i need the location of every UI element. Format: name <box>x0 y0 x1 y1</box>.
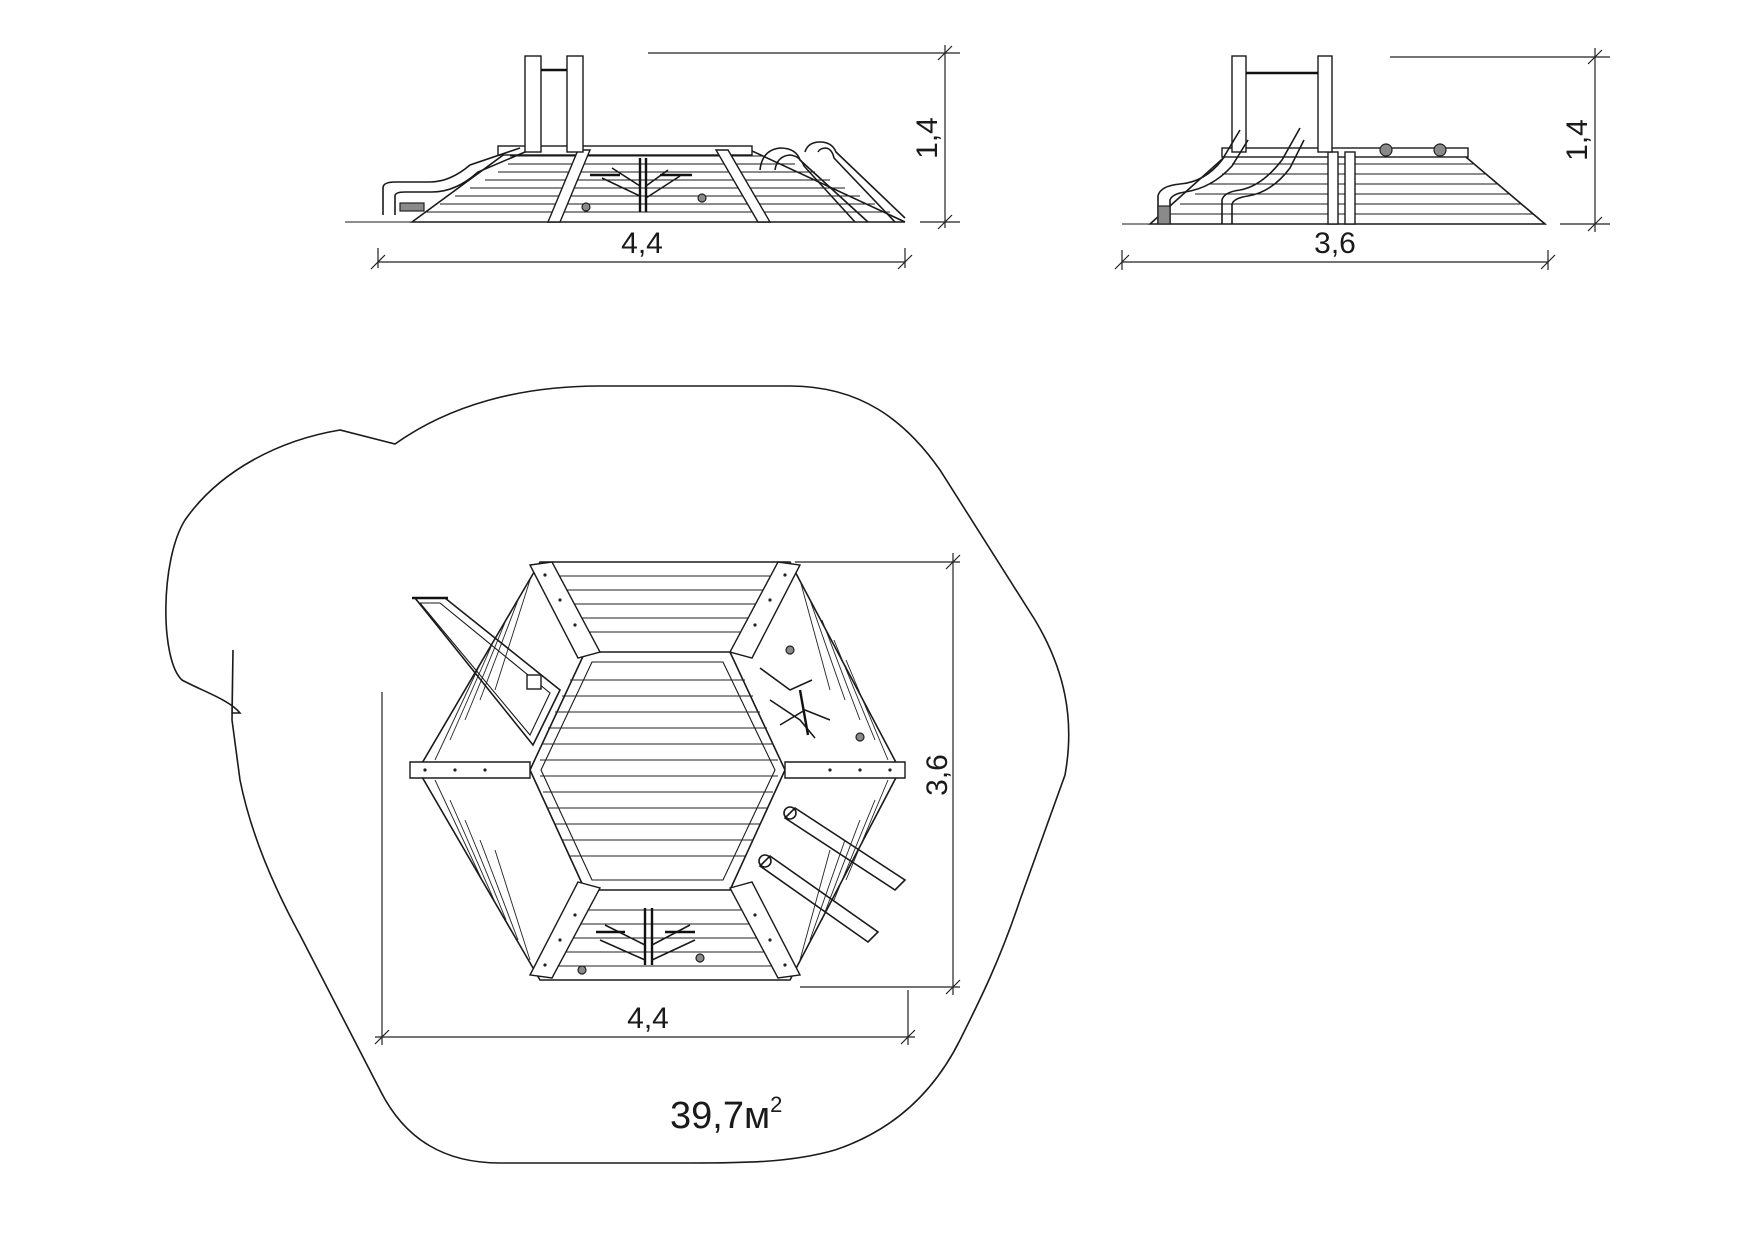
plan-depth-label: 3,6 <box>921 754 954 796</box>
plan-climbing-tree-top <box>759 645 865 742</box>
front-width-label: 3,6 <box>1314 227 1356 260</box>
top-ramp-planks <box>548 575 782 633</box>
inner-deck-planks <box>540 679 778 857</box>
front-height-label: 1,4 <box>1561 119 1594 161</box>
bolt-dots <box>423 573 892 967</box>
side-width-label: 4,4 <box>621 227 663 260</box>
side-elevation <box>345 55 906 223</box>
plan-width-label: 4,4 <box>627 1002 669 1035</box>
plan-depth-dimension: 3,6 <box>795 553 961 995</box>
plan-slide <box>412 596 562 747</box>
plan-width-dimension: 4,4 <box>374 692 916 1045</box>
front-height-dimension: 1,4 <box>1390 48 1610 232</box>
right-ramp-planks <box>799 579 889 961</box>
front-elevation <box>1122 55 1548 225</box>
side-height-label: 1,4 <box>911 117 944 159</box>
front-width-dimension: 3,6 <box>1114 227 1556 270</box>
left-ramp-planks <box>434 579 531 961</box>
safety-zone-outline <box>165 385 1070 1164</box>
plan-climbing-tree-bottom <box>577 908 705 975</box>
area-label: 39,7м2 <box>670 1092 782 1137</box>
plan-hexagon <box>409 561 907 981</box>
side-height-dimension: 1,4 <box>648 45 960 230</box>
plan-climbing-poles <box>758 806 907 944</box>
side-width-dimension: 4,4 <box>370 227 913 270</box>
